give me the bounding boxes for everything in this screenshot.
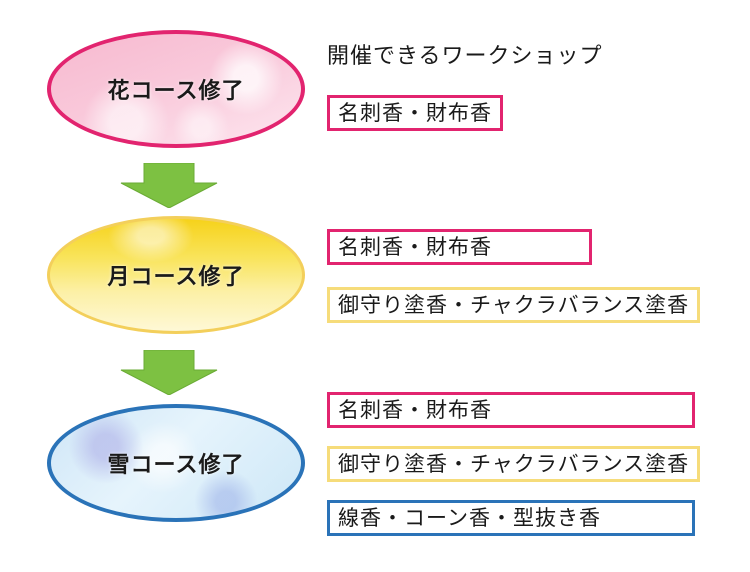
workshop-tag: 名刺香・財布香 [327,229,592,265]
down-arrow-icon [120,350,218,395]
course-name-hana: 花コース修了 [107,78,245,104]
course-name-yuki: 雪コース修了 [107,452,245,478]
down-arrow-icon [120,163,218,208]
workshop-tag: 線香・コーン香・型抜き香 [327,500,695,536]
arrow-shape [120,350,218,395]
workshop-tag: 御守り塗香・チャクラバランス塗香 [327,287,701,323]
arrow-shape [120,163,218,208]
course-ellipse-tsuki: 月コース修了 [47,216,305,334]
workshop-tag: 御守り塗香・チャクラバランス塗香 [327,446,701,482]
workshop-tag: 名刺香・財布香 [327,392,695,428]
course-ellipse-yuki: 雪コース修了 [47,404,305,522]
course-ellipse-hana: 花コース修了 [47,30,305,148]
workshops-heading: 開催できるワークショップ [327,44,603,69]
workshop-tag: 名刺香・財布香 [327,95,503,131]
course-name-tsuki: 月コース修了 [107,264,245,290]
